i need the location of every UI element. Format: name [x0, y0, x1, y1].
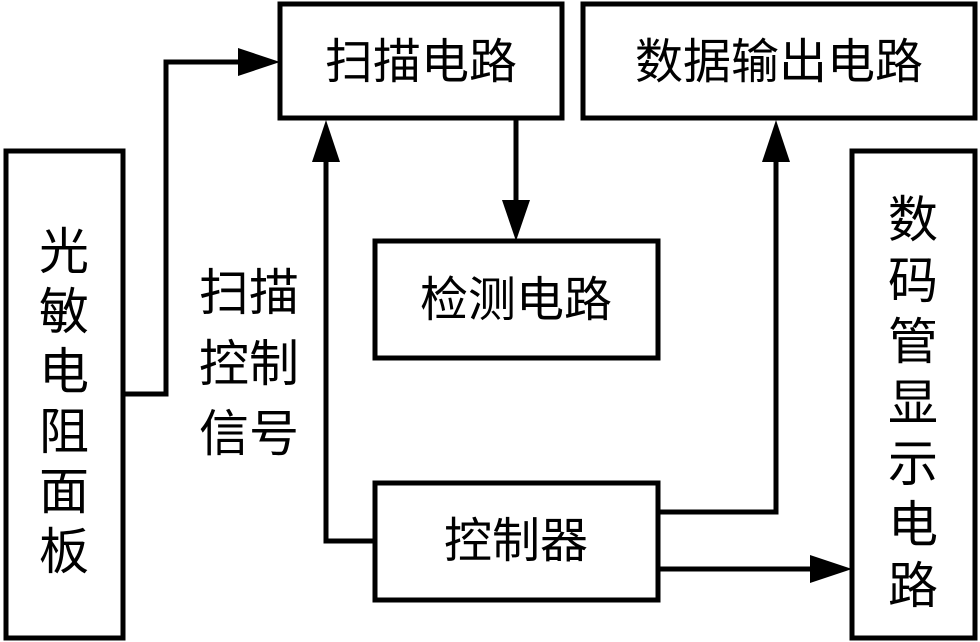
led-display-circuit-char: 码: [888, 252, 938, 310]
scan-control-signal-line: 控制: [199, 335, 299, 393]
scan-control-signal-annotation: 扫描 控制 信号: [199, 264, 299, 463]
controller-label: 控制器: [444, 513, 588, 569]
controller-to-data-output-arrowhead: [762, 120, 790, 162]
scan-to-detection-arrowhead: [502, 200, 530, 241]
controller-to-scan-connector: [323, 162, 375, 544]
photoresistor-panel-char: 板: [39, 523, 89, 581]
scan-control-signal-line: 扫描: [199, 264, 299, 322]
led-display-circuit-char: 路: [888, 557, 938, 615]
panel-to-scan-arrowhead: [238, 48, 280, 76]
photoresistor-panel-box: [3, 148, 126, 641]
led-display-circuit-char: 显: [888, 374, 938, 432]
led-display-circuit-label: 数 码 管 显 示 电 路: [888, 191, 938, 615]
photoresistor-panel-char: 电: [39, 343, 89, 401]
controller-box: [372, 480, 661, 603]
scan-circuit-box: [277, 1, 565, 121]
detection-circuit-box: [372, 238, 661, 361]
scan-circuit-label: 扫描电路: [325, 34, 517, 90]
data-output-circuit-label: 数据输出电路: [635, 34, 923, 90]
photoresistor-panel-char: 敏: [39, 283, 89, 341]
photoresistor-panel-char: 光: [39, 223, 89, 281]
controller-to-scan-arrowhead: [312, 120, 340, 162]
photoresistor-panel-char: 面: [39, 463, 89, 521]
led-display-circuit-char: 数: [888, 191, 938, 249]
controller-to-data-output-connector: [658, 162, 779, 515]
controller-to-display-arrowhead: [810, 555, 852, 583]
led-display-circuit-char: 示: [888, 435, 938, 493]
led-display-circuit-char: 管: [888, 313, 938, 371]
panel-to-scan-connector: [123, 59, 238, 397]
photoresistor-panel-char: 阻: [39, 403, 89, 461]
led-display-circuit-char: 电: [888, 496, 938, 554]
detection-circuit-label: 检测电路: [420, 272, 612, 328]
scan-control-signal-line: 信号: [199, 405, 299, 463]
data-output-circuit-box: [580, 1, 978, 121]
led-display-circuit-box: [849, 148, 978, 641]
photoresistor-panel-label: 光 敏 电 阻 面 板: [39, 223, 89, 581]
